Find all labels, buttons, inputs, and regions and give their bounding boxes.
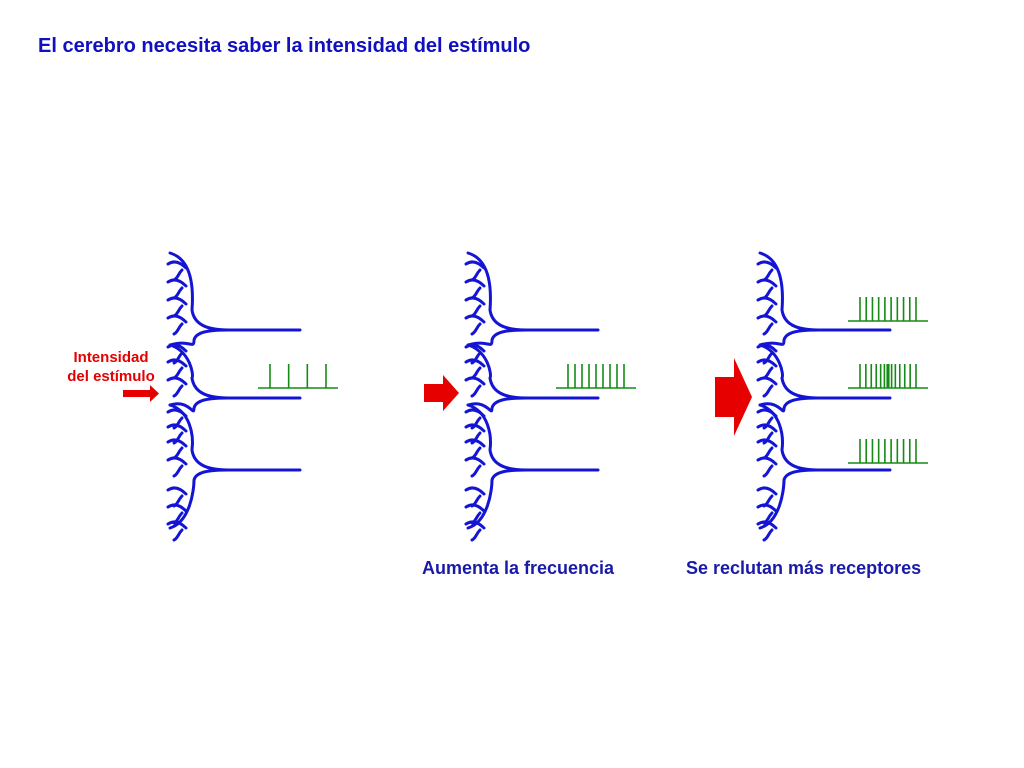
stimulus-intensity-label: Intensidad del estímulo: [48, 348, 174, 386]
spike-train: [556, 364, 636, 389]
nerve-tree: [166, 251, 302, 542]
slide-title: El cerebro necesita saber la intensidad …: [38, 35, 531, 57]
caption-frequency: Aumenta la frecuencia: [422, 558, 615, 578]
spike-train: [848, 439, 928, 464]
spike-train: [848, 297, 928, 322]
nerve-tree: [464, 251, 600, 542]
caption-recruitment: Se reclutan más receptores: [686, 558, 922, 578]
spike-train: [848, 364, 928, 389]
stimulus-arrow-large: [715, 358, 752, 436]
spike-train: [258, 364, 338, 389]
stimulus-arrow-small: [123, 385, 159, 402]
stimulus-arrow-medium: [424, 375, 459, 411]
stimulus-label-line-1: Intensidad: [73, 349, 149, 366]
stimulus-label-line-2: del estímulo: [67, 368, 155, 385]
nerve-tree: [756, 251, 892, 542]
